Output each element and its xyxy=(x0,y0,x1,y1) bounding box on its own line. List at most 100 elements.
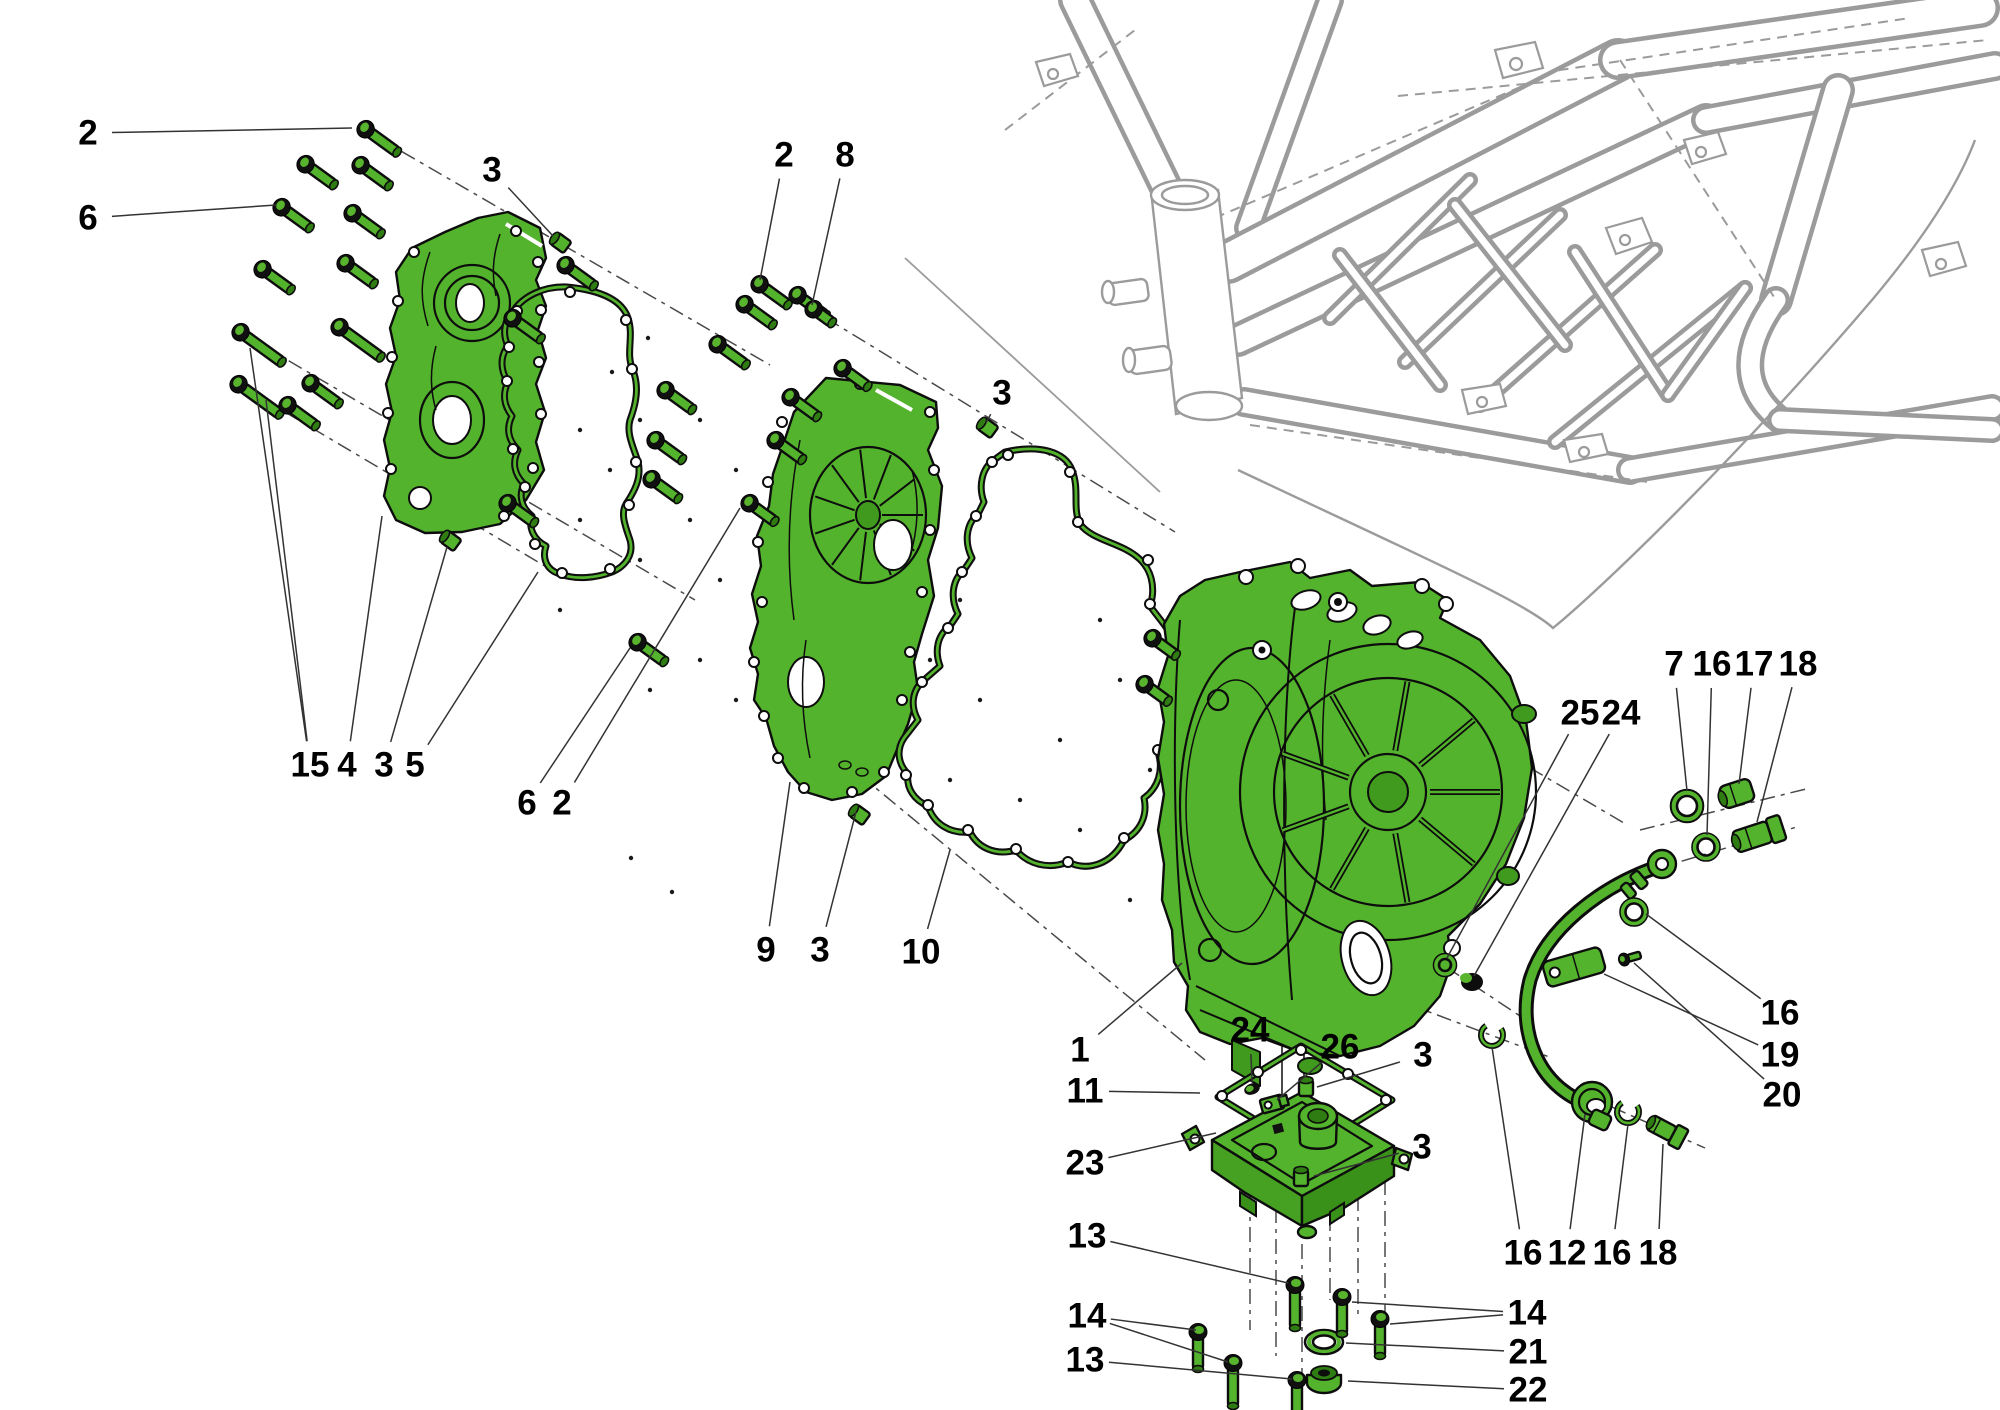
c-ring-16c xyxy=(1478,1021,1506,1049)
part-number-label: 16 xyxy=(1693,645,1732,684)
callout-18: 18 xyxy=(1756,645,1818,823)
plug-24 xyxy=(1460,973,1483,991)
clip-24 xyxy=(1244,1083,1260,1095)
callout-2: 2 xyxy=(552,507,741,823)
callout-13: 13 xyxy=(1068,1217,1289,1284)
leader-line xyxy=(1603,973,1759,1046)
part-number-label: 17 xyxy=(1735,645,1774,684)
part-number-label: 14 xyxy=(1068,1297,1107,1336)
leader-line xyxy=(1316,1061,1401,1088)
leader-line xyxy=(1276,1061,1323,1101)
leader-line xyxy=(1110,1240,1289,1284)
bolt xyxy=(781,387,823,423)
leader-line xyxy=(1109,1322,1229,1363)
bolt xyxy=(740,493,780,528)
bolt xyxy=(708,334,751,371)
part-number-label: 16 xyxy=(1761,994,1800,1033)
part-number-label: 24 xyxy=(1602,694,1641,733)
callout-6: 6 xyxy=(517,647,631,823)
callout-24: 24 xyxy=(1231,1011,1270,1083)
part-number-label: 8 xyxy=(835,136,854,175)
callout-17: 17 xyxy=(1735,645,1774,785)
leader-line xyxy=(1706,687,1713,836)
callout-16: 16 xyxy=(1491,1046,1542,1273)
leader-line xyxy=(265,399,308,742)
bolt xyxy=(231,322,287,368)
bolt xyxy=(1285,1276,1305,1333)
screw-20 xyxy=(1617,950,1643,967)
bolt xyxy=(556,255,599,292)
leader-line xyxy=(1108,1132,1217,1159)
bolt xyxy=(1135,674,1174,707)
part-number-label: 18 xyxy=(1779,645,1818,684)
leader-line xyxy=(1633,962,1765,1080)
part-number-label: 10 xyxy=(902,933,941,972)
bolt xyxy=(330,317,386,363)
leader-line xyxy=(1108,1090,1201,1094)
bolt xyxy=(1143,628,1182,661)
callout-15: 15 xyxy=(249,347,330,785)
leader-line xyxy=(111,127,353,134)
leader-line xyxy=(389,546,448,743)
part-number-label: 13 xyxy=(1066,1341,1105,1380)
part-number-label: 3 xyxy=(374,746,393,785)
callout-18: 18 xyxy=(1639,1143,1677,1273)
leader-line xyxy=(1473,733,1610,977)
fitting-18a xyxy=(1730,814,1788,854)
o-ring-16a xyxy=(1691,832,1721,862)
leader-line xyxy=(759,178,781,281)
callout-3: 3 xyxy=(985,374,1012,424)
bolt xyxy=(278,395,321,432)
bolt xyxy=(1223,1354,1243,1410)
leader-line xyxy=(1491,1046,1521,1230)
part-number-label: 16 xyxy=(1593,1234,1632,1273)
part-number-label: 6 xyxy=(78,199,97,238)
middle-cover-gasket xyxy=(895,445,1186,870)
drain-plug-22 xyxy=(1305,1365,1343,1395)
callout-25: 25 xyxy=(1446,694,1599,959)
bolt xyxy=(750,274,793,311)
bolt xyxy=(628,632,670,668)
leader-line xyxy=(507,187,554,237)
part-number-label: 5 xyxy=(405,746,424,785)
leader-line xyxy=(768,781,791,927)
leader-line xyxy=(1313,1152,1400,1177)
banjo-bolt-18b xyxy=(1645,1114,1690,1151)
front-cover-gasket xyxy=(498,283,643,582)
part-number-label: 6 xyxy=(517,784,536,823)
leader-line xyxy=(1345,1342,1505,1352)
leader-line xyxy=(1389,1314,1504,1325)
part-number-label: 15 xyxy=(291,746,330,785)
leader-line xyxy=(349,515,383,742)
callout-11: 11 xyxy=(1067,1072,1201,1111)
leader-line xyxy=(427,571,539,746)
bolt xyxy=(272,197,315,234)
leader-line xyxy=(1569,1113,1586,1230)
bolt xyxy=(656,380,698,416)
leader-line xyxy=(1110,1318,1197,1331)
callout-8: 8 xyxy=(811,136,855,306)
bolt xyxy=(356,119,403,158)
bolt xyxy=(804,299,838,329)
leader-line xyxy=(825,811,857,927)
callout-4: 4 xyxy=(337,515,383,785)
callout-2: 2 xyxy=(759,136,794,281)
small-fittings xyxy=(1303,778,1788,1395)
leader-line xyxy=(1250,1053,1253,1083)
clamp-19 xyxy=(1541,946,1607,988)
callout-26: 26 xyxy=(1276,1028,1359,1101)
callout-20: 20 xyxy=(1633,962,1801,1115)
leader-line xyxy=(573,507,741,783)
callout-14: 14 xyxy=(1068,1297,1229,1363)
c-ring-16d xyxy=(1614,1098,1642,1126)
bell-housing-spokes xyxy=(1281,681,1500,903)
leader-line xyxy=(1446,733,1570,959)
bolt xyxy=(296,154,339,191)
leader-line xyxy=(1675,687,1688,792)
bolt xyxy=(833,358,873,393)
leader-line xyxy=(1756,687,1793,823)
o-ring-16b xyxy=(1619,897,1649,927)
part-number-label: 2 xyxy=(774,136,793,175)
